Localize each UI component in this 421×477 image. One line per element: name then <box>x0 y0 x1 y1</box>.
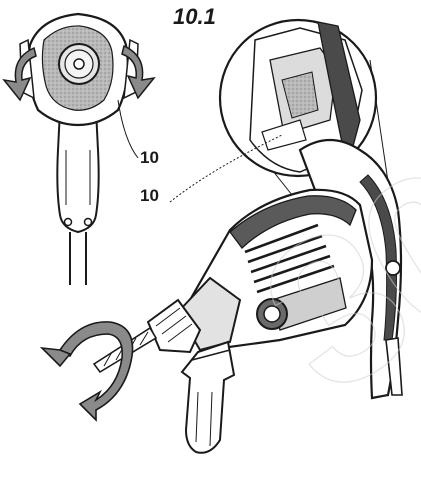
detail-magnifier <box>218 18 391 206</box>
screw-icon <box>63 217 73 227</box>
callout-label: 10 <box>140 148 159 167</box>
callout-label: 10 <box>140 186 159 205</box>
hammer-drill <box>39 134 403 454</box>
figure-number: 10.1 <box>173 4 216 29</box>
rotate-left-arrow-icon <box>2 46 37 102</box>
callout-leader-line <box>169 134 283 203</box>
screw-icon <box>83 217 93 227</box>
callout-leader-line <box>117 99 139 159</box>
mode-selector-knob-icon <box>256 298 288 330</box>
rotation-ring-icon <box>58 321 134 422</box>
rotate-right-arrow-icon <box>121 44 156 100</box>
screw-icon <box>385 260 401 276</box>
rear-view-inset <box>2 12 156 285</box>
rotation-arrow-icon <box>39 346 72 368</box>
